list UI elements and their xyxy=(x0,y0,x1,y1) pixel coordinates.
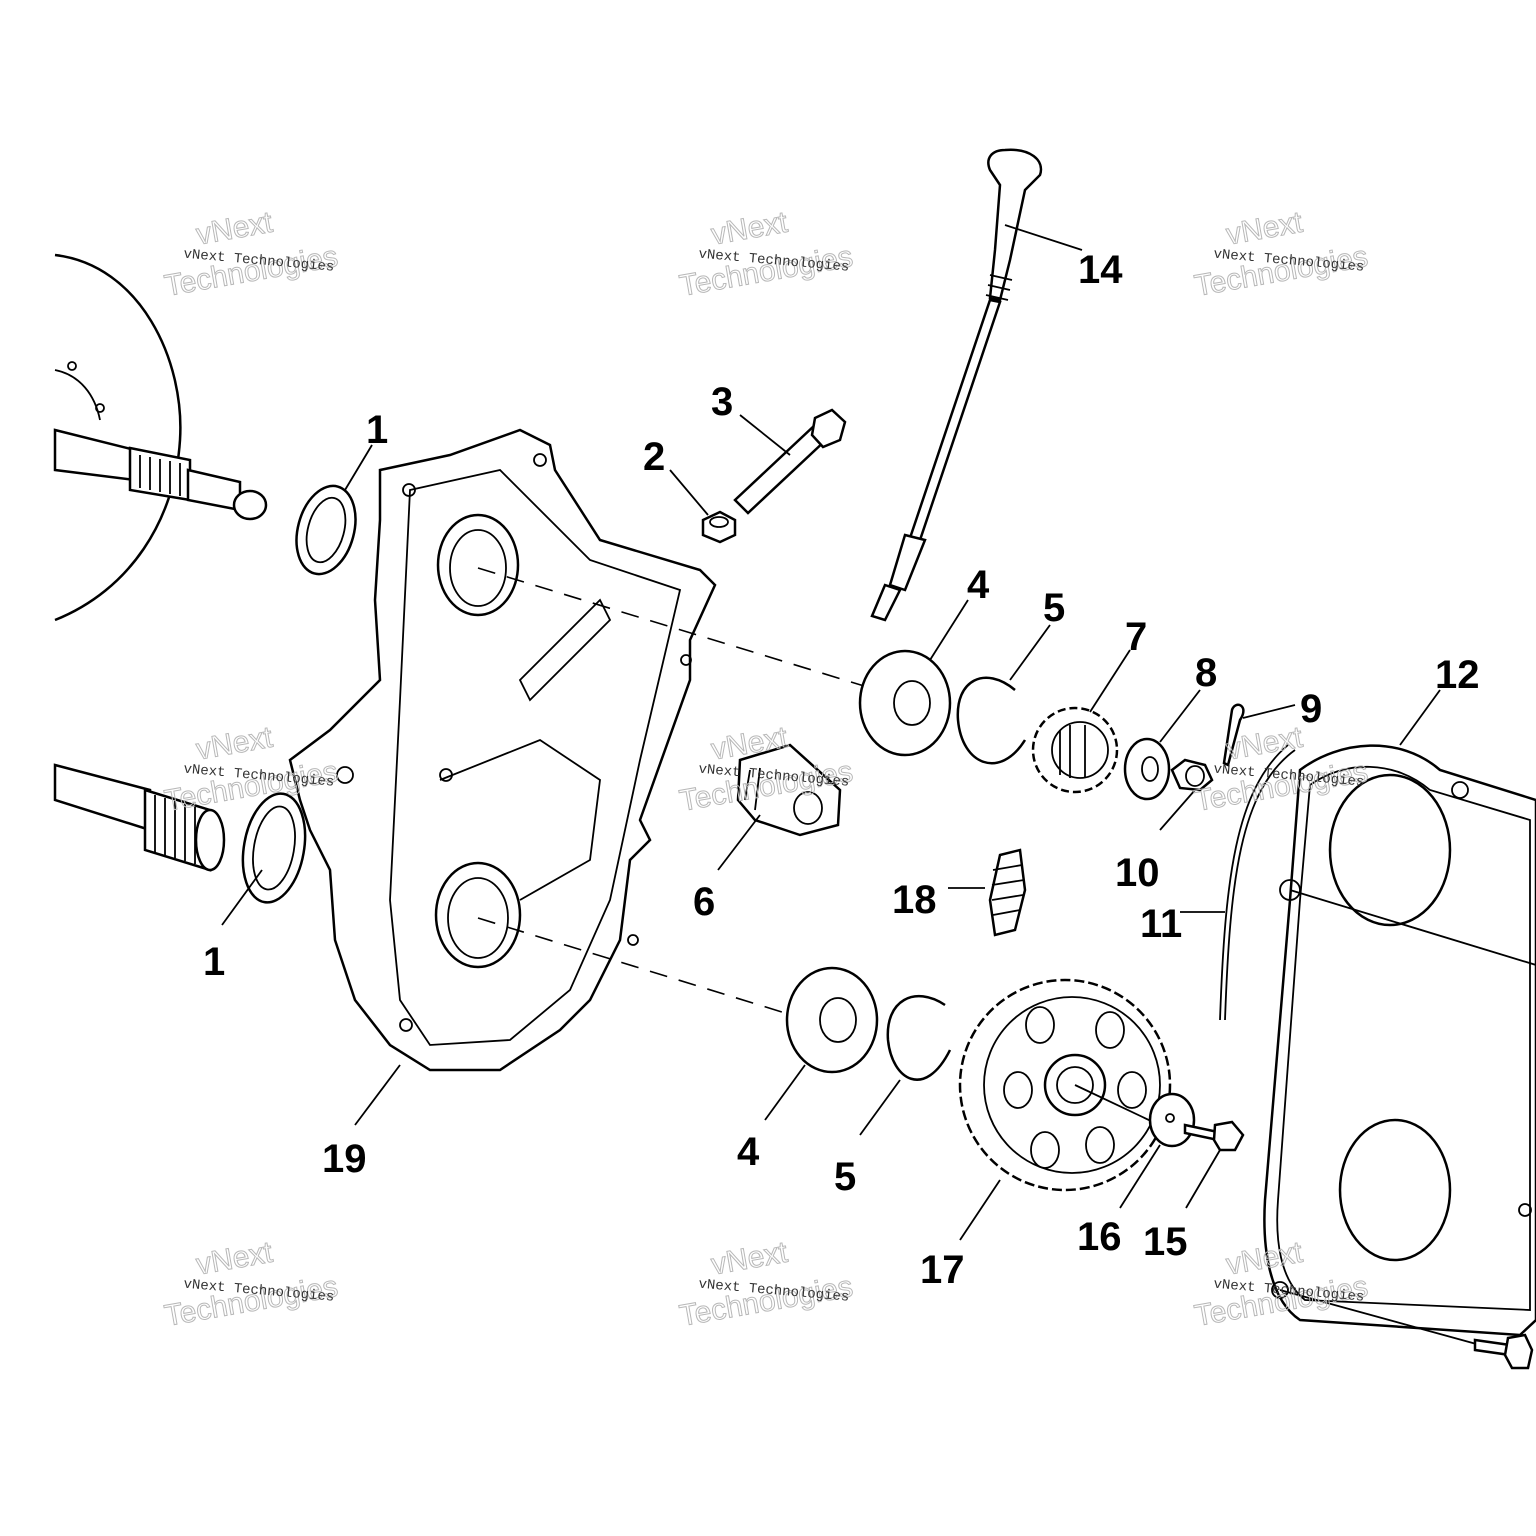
driven-clutch xyxy=(54,253,182,622)
callout-14: 14 xyxy=(1078,248,1123,292)
callout-4-lower: 4 xyxy=(737,1130,760,1174)
small-sprocket xyxy=(1031,706,1119,794)
callout-5-upper: 5 xyxy=(1043,586,1065,630)
callout-1-lower: 1 xyxy=(203,940,225,984)
tensioner-block xyxy=(736,743,842,837)
watermark-bottom-left: vNext Technologies vNext Technologies xyxy=(162,1235,341,1333)
axis-line-cover-bolt xyxy=(1279,1289,1481,1346)
gasket xyxy=(1219,744,1296,1021)
long-bolt xyxy=(733,408,847,515)
watermark-top-center: vNext Technologies vNext Technologies xyxy=(677,205,856,303)
bolt-short xyxy=(1183,1120,1245,1152)
chaincase-cover xyxy=(1263,744,1536,1337)
callout-2: 2 xyxy=(643,435,665,479)
washer-large xyxy=(1148,1092,1196,1148)
watermark-bottom-center: vNext Technologies vNext Technologies xyxy=(677,1235,856,1333)
callout-10: 10 xyxy=(1115,851,1160,895)
dipstick xyxy=(870,148,1043,622)
watermark-top-left: vNext Technologies vNext Technologies xyxy=(162,205,341,303)
axis-line-cover xyxy=(1289,889,1536,966)
large-sprocket xyxy=(958,978,1172,1192)
nut xyxy=(701,510,737,544)
cotter-pin xyxy=(1222,703,1245,767)
callout-3: 3 xyxy=(711,380,733,424)
svg-text:vNext: vNext xyxy=(194,721,276,767)
callout-7: 7 xyxy=(1125,615,1147,659)
callout-17: 17 xyxy=(920,1248,965,1292)
svg-text:vNext: vNext xyxy=(709,206,791,252)
callout-4-upper: 4 xyxy=(967,563,990,607)
callout-6: 6 xyxy=(693,880,715,924)
centerline-upper xyxy=(477,567,911,701)
bearing-lower xyxy=(785,966,879,1074)
watermark-top-right: vNext Technologies vNext Technologies xyxy=(1192,205,1371,303)
callout-18: 18 xyxy=(892,878,937,922)
callout-19: 19 xyxy=(322,1137,367,1181)
snap-ring-upper xyxy=(956,676,1027,765)
svg-text:vNext: vNext xyxy=(194,1236,276,1282)
svg-text:vNext: vNext xyxy=(709,1236,791,1282)
svg-text:vNext: vNext xyxy=(194,206,276,252)
callout-5-lower: 5 xyxy=(834,1155,856,1199)
callout-9: 9 xyxy=(1300,687,1322,731)
upper-shaft xyxy=(53,428,268,521)
chain xyxy=(988,848,1027,937)
snap-ring-lower xyxy=(886,994,952,1081)
callout-16: 16 xyxy=(1077,1215,1122,1259)
bearing-upper xyxy=(858,649,952,757)
washer-small xyxy=(1123,737,1171,801)
callout-15: 15 xyxy=(1143,1220,1188,1264)
centerline-lower xyxy=(477,917,841,1031)
leader-lines xyxy=(221,224,1441,1241)
svg-text:vNext: vNext xyxy=(1224,206,1306,252)
callout-1-upper: 1 xyxy=(366,408,388,452)
chaincase xyxy=(288,428,717,1072)
callout-11: 11 xyxy=(1140,902,1182,946)
cover-bolt xyxy=(1473,1333,1534,1370)
oil-seal-upper xyxy=(295,484,357,576)
callout-12: 12 xyxy=(1435,653,1480,697)
lock-nut xyxy=(1170,758,1214,792)
lower-shaft xyxy=(53,763,226,872)
callout-8: 8 xyxy=(1195,651,1217,695)
